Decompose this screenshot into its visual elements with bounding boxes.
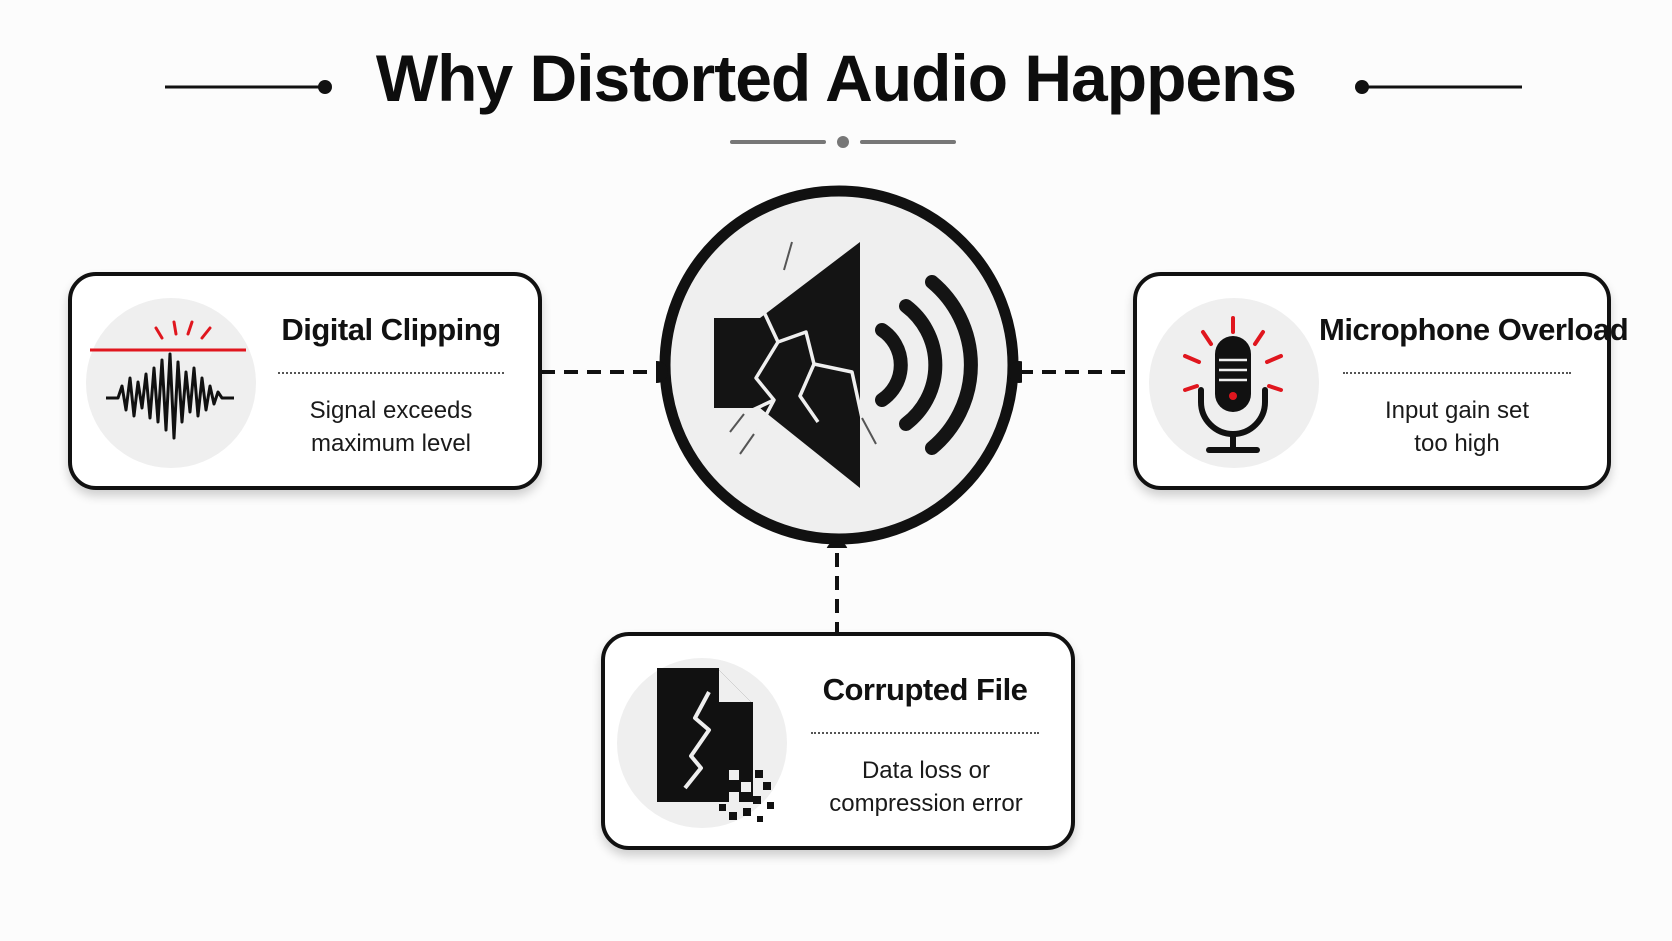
title-right-rule <box>1355 80 1522 94</box>
desc-line: compression error <box>829 790 1023 817</box>
clipped-waveform-icon <box>90 320 246 440</box>
desc-line: Signal exceeds <box>309 397 473 424</box>
microphone-icon-bg <box>1149 298 1319 468</box>
central-hub <box>656 182 1022 548</box>
card-desc-digital-clipping: Signal exceeds maximum level <box>274 394 508 460</box>
card-digital-clipping: Digital Clipping Signal exceeds maximum … <box>68 272 542 490</box>
hub-nodes <box>656 361 1022 548</box>
hub-node-bottom <box>826 541 848 548</box>
cracked-file-icon <box>657 668 774 822</box>
card-title-corrupted-file: Corrupted File <box>822 672 1028 707</box>
title-underline-ornament <box>730 136 956 148</box>
desc-line: too high <box>1414 430 1500 457</box>
card-divider <box>278 372 504 374</box>
hub-node-right <box>1008 361 1022 383</box>
title-left-rule <box>165 80 332 94</box>
page-title: Why Distorted Audio Happens <box>375 41 1297 115</box>
card-desc-corrupted-file: Data loss or compression error <box>801 754 1051 820</box>
card-title-microphone-overload: Microphone Overload <box>1319 312 1629 347</box>
desc-line: Input gain set <box>1384 397 1530 424</box>
card-desc-microphone-overload: Input gain set too high <box>1341 394 1573 460</box>
card-title-digital-clipping: Digital Clipping <box>281 312 501 347</box>
microphone-icon <box>1183 316 1283 453</box>
hub-node-left <box>656 361 668 383</box>
file-icon-bg <box>617 658 787 828</box>
card-microphone-overload: Microphone Overload Input gain set too h… <box>1133 272 1629 490</box>
card-divider <box>1343 372 1571 374</box>
desc-line: Data loss or <box>861 757 991 784</box>
card-corrupted-file: Corrupted File Data loss or compression … <box>601 632 1075 850</box>
clipping-icon-bg <box>86 298 256 468</box>
card-divider <box>811 732 1039 734</box>
desc-line: maximum level <box>310 430 472 457</box>
